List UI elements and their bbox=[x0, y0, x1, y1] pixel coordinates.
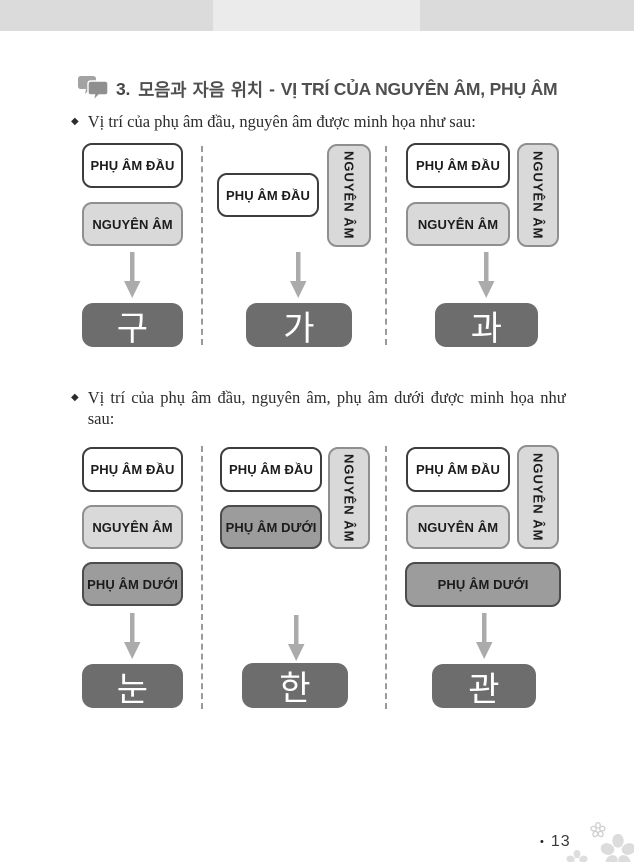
bullet-1-text: Vị trí của phụ âm đầu, nguyên âm được mi… bbox=[87, 112, 476, 131]
row2-nun-vowel-box: NGUYÊN ÂM bbox=[82, 505, 183, 549]
column-divider bbox=[201, 146, 203, 345]
down-arrow-icon bbox=[122, 613, 142, 659]
row1-gwa-vowel-box: NGUYÊN ÂM bbox=[406, 202, 510, 246]
section-title-dash: - bbox=[269, 78, 275, 99]
page-number-value: 13 bbox=[550, 833, 571, 850]
scan-strip-center bbox=[213, 0, 420, 31]
row2-gwan-vowel-vertical-box: NGUYÊN ÂM bbox=[517, 445, 559, 549]
down-arrow-icon bbox=[476, 252, 496, 298]
row2-gwan-syllable-box: 관 bbox=[432, 664, 536, 710]
row1-gwa-vowel-vertical-box: NGUYÊN ÂM bbox=[517, 143, 559, 247]
down-arrow-icon bbox=[288, 252, 308, 298]
row2-gwan-initial-consonant-box: PHỤ ÂM ĐẦU bbox=[406, 447, 510, 492]
column-divider bbox=[201, 446, 203, 709]
row2-gwan-final-consonant-box: PHỤ ÂM DƯỚI bbox=[405, 562, 561, 607]
row1-gwa-initial-consonant-box: PHỤ ÂM ĐẦU bbox=[406, 143, 510, 188]
row2-nun-syllable-box: 눈 bbox=[82, 664, 183, 710]
corner-decorations bbox=[558, 822, 634, 862]
diamond-bullet-icon: ◆ bbox=[71, 116, 79, 127]
row2-nun-final-consonant-box: PHỤ ÂM DƯỚI bbox=[82, 562, 183, 606]
row2-gwan-vowel-box: NGUYÊN ÂM bbox=[406, 505, 510, 549]
blossom-outline-icon bbox=[590, 822, 606, 843]
row2-han-initial-consonant-box: PHỤ ÂM ĐẦU bbox=[220, 447, 322, 492]
bullet-2-text: Vị trí của phụ âm đầu, nguyên âm, phụ âm… bbox=[87, 388, 566, 428]
down-arrow-icon bbox=[474, 613, 494, 659]
page-number-bullet: • bbox=[540, 836, 545, 848]
row1-ga-initial-consonant-box: PHỤ ÂM ĐẦU bbox=[217, 173, 319, 217]
down-arrow-icon bbox=[122, 252, 142, 298]
down-arrow-icon bbox=[286, 615, 306, 661]
page-number: • 13 bbox=[540, 833, 571, 851]
bullet-2: ◆ Vị trí của phụ âm đầu, nguyên âm, phụ … bbox=[71, 387, 581, 429]
section-title-vietnamese: VỊ TRÍ CỦA NGUYÊN ÂM, PHỤ ÂM bbox=[280, 78, 558, 99]
column-divider bbox=[385, 146, 387, 345]
row2-han-vowel-vertical-box: NGUYÊN ÂM bbox=[328, 447, 370, 549]
row2-han-syllable-box: 한 bbox=[242, 663, 348, 709]
scan-strip-right bbox=[420, 0, 634, 31]
section-number: 3. bbox=[116, 78, 131, 99]
bullet-1: ◆ Vị trí của phụ âm đầu, nguyên âm được … bbox=[71, 111, 591, 132]
chat-bubbles-icon bbox=[76, 76, 110, 102]
row2-nun-initial-consonant-box: PHỤ ÂM ĐẦU bbox=[82, 447, 183, 492]
row1-ga-vowel-vertical-box: NGUYÊN ÂM bbox=[327, 144, 371, 247]
section-title-korean: 모음과 자음 위치 bbox=[138, 80, 264, 101]
section-header: 3. 모음과 자음 위치 - VỊ TRÍ CỦA NGUYÊN ÂM, PHỤ… bbox=[76, 76, 616, 102]
row1-gu-initial-consonant-box: PHỤ ÂM ĐẦU bbox=[82, 143, 183, 188]
blossom-filled-icon bbox=[600, 833, 634, 862]
row1-ga-syllable-box: 가 bbox=[246, 303, 352, 349]
blossom-filled-icon bbox=[566, 849, 588, 862]
scan-strip-left bbox=[0, 0, 213, 31]
column-divider bbox=[385, 446, 387, 709]
diamond-bullet-icon: ◆ bbox=[71, 392, 79, 403]
row2-han-final-consonant-box: PHỤ ÂM DƯỚI bbox=[220, 505, 322, 549]
row1-gu-syllable-box: 구 bbox=[82, 303, 183, 349]
row1-gwa-syllable-box: 과 bbox=[435, 303, 538, 349]
row1-gu-vowel-box: NGUYÊN ÂM bbox=[82, 202, 183, 246]
